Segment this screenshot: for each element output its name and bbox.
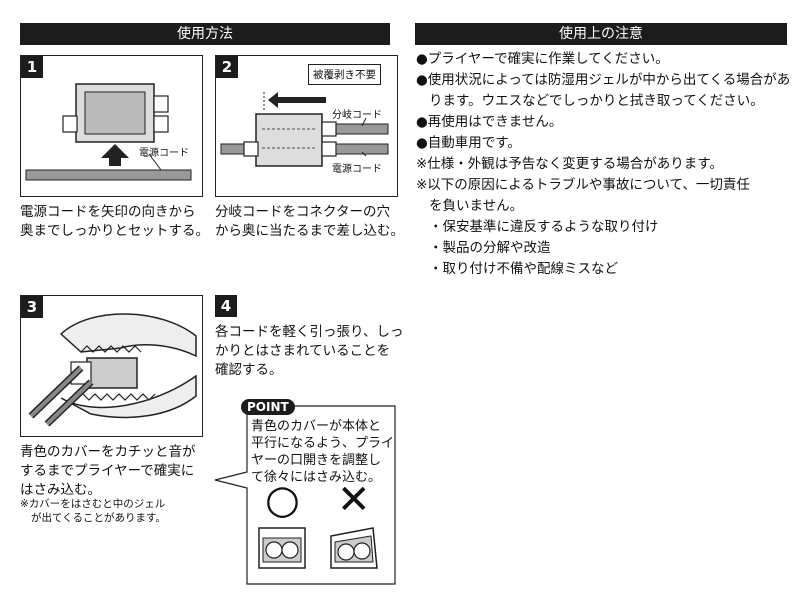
point-box: POINT 青色のカバーが本体と 平行になるよう、プライ ヤーの口開きを調整し …: [213, 398, 398, 588]
step1-panel: 1 電源コード: [20, 55, 203, 197]
step2-number: 2: [216, 56, 238, 78]
bad-symbol: ✕: [337, 477, 371, 523]
step2-panel: 2 被覆剥き不要 分岐コード 電源コード: [215, 55, 398, 197]
caution-item: を負いません。: [429, 198, 524, 214]
good-symbol: ○: [265, 477, 300, 523]
step4-caption: 各コードを軽く引っ張り、しっ かりとはさまれていることを 確認する。: [215, 324, 404, 378]
caution-item: ※以下の原因によるトラブルや事故について、一切責任: [416, 177, 750, 193]
point-text: 青色のカバーが本体と 平行になるよう、プライ ヤーの口開きを調整し て徐々にはさ…: [251, 419, 395, 485]
step3-note: ※カバーをはさむと中のジェル が出てくることがあります。: [20, 498, 166, 524]
point-tag: POINT: [241, 399, 295, 415]
caution-item: ●プライヤーで確実に作業してください。: [416, 51, 669, 67]
caution-item: ります。ウエスなどでしっかりと拭き取ってください。: [429, 93, 764, 109]
caution-item: ●再使用はできません。: [416, 114, 563, 130]
step3-illustration: [28, 313, 197, 427]
caution-header: 使用上の注意: [415, 23, 787, 45]
good-connector-illustration: [258, 527, 306, 569]
caution-item: ●使用状況によっては防湿用ジェルが中から出てくる場合があ: [416, 72, 791, 88]
caution-item: ・製品の分解や改造: [429, 240, 551, 256]
caution-item: ・取り付け不備や配線ミスなど: [429, 261, 618, 277]
no-strip-label: 被覆剥き不要: [308, 64, 381, 85]
step2-caption: 分岐コードをコネクターの穴 から奥に当たるまで差し込む。: [215, 204, 404, 239]
caution-item: ・保安基準に違反するような取り付け: [429, 219, 659, 235]
bad-connector-illustration: [330, 527, 378, 569]
step2-illustration: [220, 92, 389, 167]
step4-number: 4: [215, 295, 237, 317]
caution-item: ●自動車用です。: [416, 135, 521, 151]
step2-power-cord-label: 電源コード: [332, 164, 382, 175]
step3-number: 3: [21, 296, 43, 318]
usage-title: 使用方法: [177, 26, 233, 42]
step3-panel: 3: [20, 295, 203, 437]
step1-number: 1: [21, 56, 43, 78]
step2-branch-cord-label: 分岐コード: [332, 110, 382, 121]
usage-header: 使用方法: [20, 23, 390, 45]
caution-list: ●プライヤーで確実に作業してください。 ●使用状況によっては防湿用ジェルが中から…: [416, 49, 790, 280]
caution-item: ※仕様・外観は予告なく変更する場合があります。: [416, 156, 723, 172]
caution-title: 使用上の注意: [559, 26, 643, 42]
step1-power-cord-label: 電源コード: [139, 148, 189, 159]
step1-caption: 電源コードを矢印の向きから 奥までしっかりとセットする。: [20, 204, 209, 239]
step3-caption: 青色のカバーをカチッと音が するまでプライヤーで確実に はさみ込む。: [20, 444, 196, 498]
step1-illustration: [25, 83, 192, 181]
